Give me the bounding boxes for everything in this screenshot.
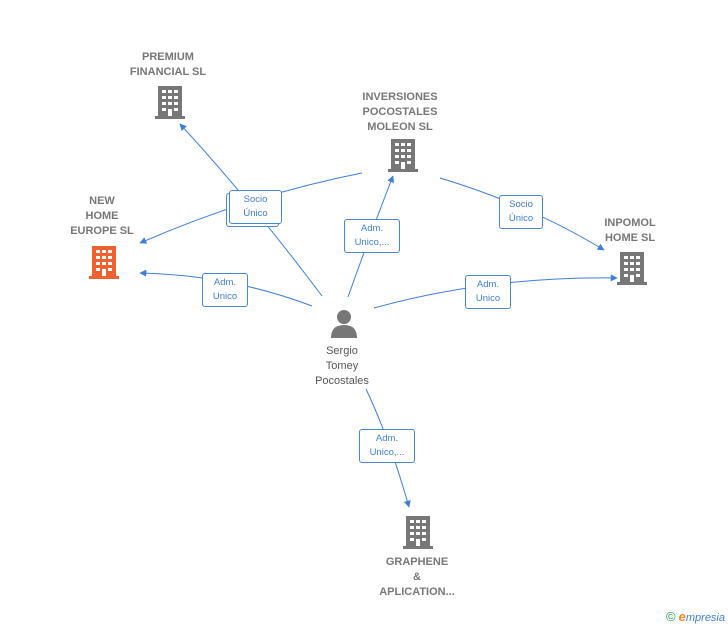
node-label-inversiones: INVERSIONES POCOSTALES MOLEON SL — [362, 91, 438, 133]
building-icon[interactable] — [402, 516, 434, 550]
building-icon[interactable] — [616, 252, 648, 286]
copyright-icon: © — [666, 609, 676, 624]
building-icon[interactable] — [88, 246, 120, 280]
edge-label-adm-unico-new-home[interactable]: Adm. Unico — [202, 273, 248, 307]
edge-label-adm-unico-inversiones[interactable]: Adm. Unico,... — [344, 219, 400, 253]
node-label-graphene: GRAPHENE & APLICATION... — [379, 556, 455, 598]
brand-name: mpresia — [685, 612, 725, 624]
node-label-new-home: NEW HOME EUROPE SL — [70, 195, 134, 237]
edge-label-socio-unico[interactable]: Socio Único — [229, 190, 282, 224]
person-icon[interactable] — [329, 308, 359, 338]
node-label-inpomol: INPOMOL HOME SL — [604, 217, 656, 244]
brand-logo-initial: e — [678, 609, 686, 624]
edge-label-socio-unico-inpomol[interactable]: Socio Único — [499, 195, 543, 229]
brand-watermark: ©empresia — [666, 609, 725, 624]
edge-label-adm-unico-graphene[interactable]: Adm. Unico,... — [359, 429, 415, 463]
building-icon[interactable] — [154, 86, 186, 120]
building-icon[interactable] — [387, 139, 419, 173]
node-label-sergio: Sergio Tomey Pocostales — [315, 345, 369, 387]
edge-label-adm-unico-inpomol[interactable]: Adm. Unico — [465, 275, 511, 309]
node-label-premium-financial: PREMIUM FINANCIAL SL — [129, 51, 207, 78]
